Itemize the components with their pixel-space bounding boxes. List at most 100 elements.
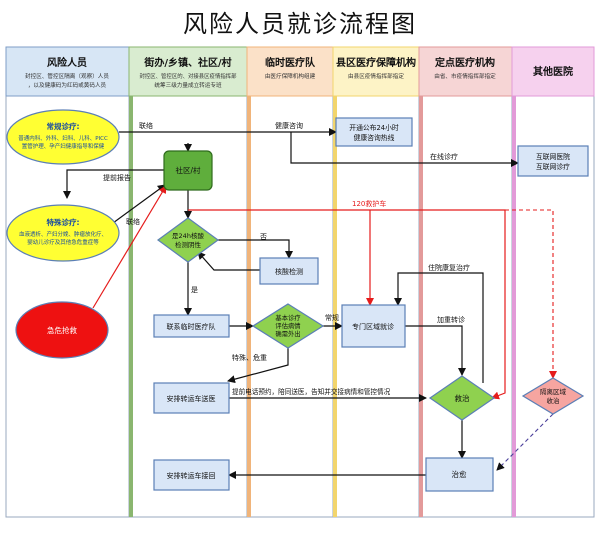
node-nucleic-q1: 是24h核酸 [172, 231, 204, 240]
label-ambulance: 120救护车 [352, 199, 386, 208]
node-isolation-1: 隔离区域 [540, 387, 567, 396]
node-nucleic-q2: 检测阴性 [175, 240, 202, 249]
node-transfer-car-label: 安排转运车送医 [167, 394, 216, 403]
edge-hotline-to-internet [290, 132, 519, 167]
node-routine-body1: 普通内科、外科、妇科、儿科、PICC [18, 134, 108, 142]
label-escalate: 加重转诊 [437, 315, 465, 324]
node-special-clinic: 专门区域就诊 [341, 304, 406, 348]
node-routine-title: 常规诊疗: [47, 121, 80, 131]
edge-decision-no [218, 239, 293, 259]
node-isolation: 隔离区域 收治 [521, 377, 585, 415]
node-emergency-label: 急危抢救 [47, 325, 77, 335]
lane-strip-designated [419, 96, 423, 517]
lane-header-designated-title: 定点医疗机构 [435, 56, 495, 69]
node-cured-label: 治愈 [452, 469, 467, 479]
edge-to-isolation [505, 209, 557, 379]
edge-clinic-to-treat [405, 325, 466, 376]
label-online: 在线诊疗 [430, 152, 458, 161]
node-assess: 基本诊疗 评估病情 确需外出 [251, 303, 325, 349]
node-transfer-car: 安排转运车送医 [153, 382, 230, 414]
lane-strip-other [512, 96, 516, 517]
lane-header-street-desc1: 封控区、管控区的、对接县区疫情指挥部 [139, 72, 237, 80]
node-pickup-car-label: 安排转运车接回 [167, 471, 216, 480]
node-isolation-2: 收治 [547, 396, 561, 405]
node-treat: 救治 [428, 375, 496, 421]
node-internet: 互联网医院 互联网诊疗 [517, 145, 589, 177]
node-assess-2: 评估病情 [275, 321, 301, 330]
edges-red [92, 185, 506, 400]
node-special-body2: 婴幼儿诊疗及其他急危重症等 [27, 238, 99, 246]
lane-header-temp-title: 临时医疗队 [265, 56, 316, 69]
lane-header-street [128, 46, 248, 97]
label-phone: 提前电话预约，陪同送医，告知并交接病情和管控情况 [232, 387, 391, 396]
lane-header-street-desc2: 统筹三级力量成立转运专班 [154, 81, 222, 89]
lane-strip-street [129, 96, 133, 517]
lane-header-county-desc1: 由县区疫情指挥部指定 [348, 72, 404, 80]
node-community-label: 社区/村 [175, 165, 201, 175]
lane-header-street-title: 街办/乡镇、社区/村 [143, 56, 231, 69]
lane-header-risk-desc1: 封控区、管控区隔离（观察）人员 [25, 72, 109, 80]
node-emergency: 急危抢救 [15, 301, 109, 359]
edge-assess-to-transfer [227, 348, 289, 384]
node-special: 特殊诊疗: 血液透析、产妇分娩、肿瘤放化疗、 婴幼儿诊疗及其他急危重症等 [6, 204, 120, 262]
node-hotline: 开通公布24小时 健康咨询热线 [335, 117, 413, 147]
node-assess-3: 确需外出 [275, 329, 300, 338]
edge-community-report [63, 169, 164, 199]
lane-header-other [511, 46, 595, 97]
lane-headers: 风险人员 封控区、管控区隔离（观察）人员 ，以及健康码为红码或黄码人员 街办/乡… [5, 46, 595, 97]
page-title: 风险人员就诊流程图 [183, 10, 417, 38]
edge-ambulance-top [188, 209, 506, 400]
node-internet-1: 互联网医院 [536, 152, 570, 161]
label-yes: 是 [191, 286, 198, 294]
lane-header-risk-title: 风险人员 [47, 56, 87, 69]
node-special-clinic-label: 专门区域就诊 [352, 322, 394, 331]
lane-header-risk-desc2: ，以及健康码为红码或黄码人员 [28, 81, 107, 89]
node-hotline-1: 开通公布24小时 [349, 123, 399, 132]
node-nucleic-decision: 是24h核酸 检测阴性 [156, 217, 220, 263]
edge-test-back [197, 251, 260, 271]
node-routine-body2: 置管护理、孕产妇健康指导和保健 [22, 142, 105, 150]
lane-header-designated [418, 46, 513, 97]
edge-emergency-to-community [92, 185, 167, 309]
nodes: 常规诊疗: 普通内科、外科、妇科、儿科、PICC 置管护理、孕产妇健康指导和保健… [6, 109, 589, 492]
node-contact-team-label: 联系临时医疗队 [167, 322, 216, 331]
lane-header-temp [246, 46, 334, 97]
node-treat-label: 救治 [455, 393, 470, 403]
lane-header-designated-desc1: 由省、市疫情指挥部指定 [434, 72, 496, 80]
label-special: 特殊、危重 [232, 353, 267, 362]
edge-isolation-to-cured [496, 413, 554, 471]
node-community: 社区/村 [163, 150, 213, 191]
node-internet-2: 互联网诊疗 [536, 162, 570, 171]
node-pickup-car: 安排转运车接回 [153, 459, 230, 491]
node-assess-1: 基本诊疗 [275, 313, 301, 322]
lane-strip-county [333, 96, 337, 517]
label-report: 提前报告 [103, 173, 131, 182]
label-contact2: 联络 [126, 217, 140, 226]
node-nucleic-test: 核酸检测 [259, 257, 319, 285]
node-cured: 治愈 [425, 457, 494, 492]
lane-strip-temp [247, 96, 251, 517]
label-routine: 常规 [325, 313, 339, 322]
lane-header-county-title: 县区医疗保障机构 [336, 56, 416, 69]
lane-header-temp-desc1: 由医疗保障机构组建 [265, 72, 316, 80]
edge-rehab [394, 272, 484, 383]
node-nucleic-test-label: 核酸检测 [275, 267, 303, 276]
lane-header-risk [5, 46, 130, 97]
edges [63, 128, 519, 479]
node-special-body1: 血液透析、产妇分娩、肿瘤放化疗、 [19, 230, 107, 238]
edges-dashed [496, 209, 557, 471]
node-special-title: 特殊诊疗: [47, 217, 80, 227]
label-rehab: 住院康复治疗 [428, 263, 470, 272]
node-hotline-2: 健康咨询热线 [354, 133, 395, 142]
lane-bg-designated [418, 46, 513, 518]
edge-labels: 联络 健康咨询 在线诊疗 提前报告 联络 120救护车 否 是 常规 特殊、危重… [103, 121, 470, 396]
lane-header-other-title: 其他医院 [533, 65, 573, 78]
edge-special-to-community [112, 184, 166, 224]
label-no: 否 [260, 233, 267, 241]
label-health-consult: 健康咨询 [275, 121, 303, 130]
node-routine: 常规诊疗: 普通内科、外科、妇科、儿科、PICC 置管护理、孕产妇健康指导和保健 [6, 109, 120, 165]
lane-header-county [332, 46, 420, 97]
label-contact1: 联络 [139, 121, 153, 130]
node-contact-team: 联系临时医疗队 [153, 314, 230, 338]
